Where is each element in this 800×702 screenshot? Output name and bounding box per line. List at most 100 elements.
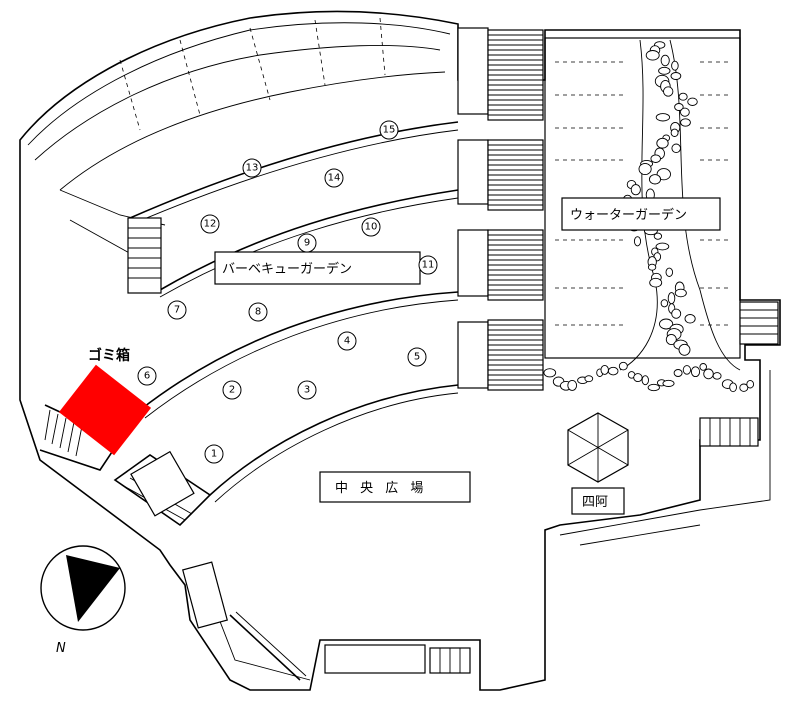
plot-5: 5 <box>407 347 427 367</box>
stepping-stone <box>662 379 675 387</box>
left-stairs <box>39 217 212 527</box>
stepping-stone <box>663 86 674 97</box>
svg-text:6: 6 <box>144 371 150 382</box>
stepping-stone <box>703 368 714 380</box>
svg-text:15: 15 <box>383 125 396 136</box>
plot-2: 2 <box>222 380 242 400</box>
plot-8: 8 <box>248 302 268 322</box>
plot-1: 1 <box>204 444 224 464</box>
stepping-stone <box>673 369 683 377</box>
svg-text:14: 14 <box>328 173 341 184</box>
svg-text:13: 13 <box>246 163 259 174</box>
bottom-planters <box>182 561 471 681</box>
stepping-stone <box>667 292 676 305</box>
stepping-stone <box>671 143 681 154</box>
stepping-stone <box>746 379 755 389</box>
svg-text:8: 8 <box>255 307 261 318</box>
plot-13: 13 <box>242 158 262 178</box>
plot-7: 7 <box>167 300 187 320</box>
stepping-stone <box>660 299 669 308</box>
trash-bin-label: ゴミ箱 <box>88 347 130 364</box>
north-arrow-icon <box>40 545 126 631</box>
plot-14: 14 <box>324 168 344 188</box>
plot-12: 12 <box>200 214 220 234</box>
plot-15: 15 <box>379 120 399 140</box>
svg-text:5: 5 <box>414 352 420 363</box>
stepping-stone <box>647 263 657 271</box>
bbq-garden-label-box: バーベキューガーデン <box>214 251 421 285</box>
plot-10: 10 <box>361 217 381 237</box>
stepping-stone <box>584 375 594 383</box>
upper-slope <box>34 17 446 271</box>
right-stair-hatching <box>487 29 544 391</box>
svg-text:7: 7 <box>174 305 180 316</box>
plot-3: 3 <box>297 380 317 400</box>
gazebo-icon <box>567 412 629 483</box>
central-plaza-label-box: 中 央 広 場 <box>319 471 471 503</box>
stepping-stone <box>655 113 671 122</box>
gazebo-label: 四阿 <box>582 495 608 510</box>
stepping-stone <box>660 54 670 67</box>
stepping-stone <box>665 267 674 277</box>
stepping-stone <box>618 361 628 371</box>
stepping-stone <box>649 277 663 288</box>
stepping-stone <box>665 333 677 346</box>
svg-text:11: 11 <box>422 260 435 271</box>
terrace-arcs <box>129 121 459 503</box>
stepping-stone <box>633 373 643 383</box>
stepping-stone <box>690 366 701 378</box>
stepping-stone <box>712 372 722 380</box>
svg-text:2: 2 <box>229 385 235 396</box>
stepping-stone <box>674 103 684 111</box>
stepping-stone <box>699 363 707 371</box>
bbq-garden-label: バーベキューガーデン <box>222 261 352 277</box>
stepping-stone <box>645 50 660 61</box>
svg-text:12: 12 <box>204 219 217 230</box>
plot-4: 4 <box>337 331 357 351</box>
north-label: N <box>56 641 66 656</box>
water-garden-label: ウォーターガーデン <box>570 207 687 223</box>
svg-text:10: 10 <box>365 222 378 233</box>
stepping-stone <box>653 232 663 240</box>
stepping-stone <box>670 72 682 80</box>
stepping-stone <box>638 162 652 176</box>
svg-text:1: 1 <box>211 449 217 460</box>
central-plaza-label: 中 央 広 場 <box>335 481 427 496</box>
stepping-stone <box>633 236 642 247</box>
stepping-stone <box>567 379 578 391</box>
stepping-stone <box>729 382 737 393</box>
planters <box>130 27 489 517</box>
plot-numbers: 1 2 3 4 5 6 7 8 9 10 11 12 13 14 15 <box>137 120 438 464</box>
stepping-stone <box>682 365 692 375</box>
stepping-stone <box>655 242 670 251</box>
stepping-stone <box>656 168 671 181</box>
svg-text:9: 9 <box>304 238 310 249</box>
stepping-stone <box>543 368 557 378</box>
stepping-stone <box>650 154 661 163</box>
svg-text:3: 3 <box>304 385 310 396</box>
plot-9: 9 <box>297 233 317 253</box>
stepping-stone <box>678 343 691 356</box>
stepping-stone <box>678 92 688 101</box>
plot-6: 6 <box>137 366 157 386</box>
stepping-stone <box>671 60 679 71</box>
plot-11: 11 <box>418 255 438 275</box>
stepping-stone <box>630 184 641 196</box>
svg-text:4: 4 <box>344 336 350 347</box>
stepping-stone <box>600 364 609 375</box>
stepping-stone <box>641 375 649 386</box>
gazebo-label-box: 四阿 <box>571 487 625 515</box>
stepping-stone <box>674 288 687 298</box>
water-garden-label-box: ウォーターガーデン <box>561 197 721 231</box>
trash-bin-marker <box>58 364 152 456</box>
stepping-stone <box>659 318 674 330</box>
stepping-stone <box>607 366 619 376</box>
stepping-stone <box>647 383 660 392</box>
stepping-stone <box>656 137 669 149</box>
stepping-stone <box>687 97 698 106</box>
stepping-stone <box>680 107 690 117</box>
stepping-stone <box>684 314 696 324</box>
stepping-stone <box>670 128 679 137</box>
stepping-stone <box>671 308 682 319</box>
